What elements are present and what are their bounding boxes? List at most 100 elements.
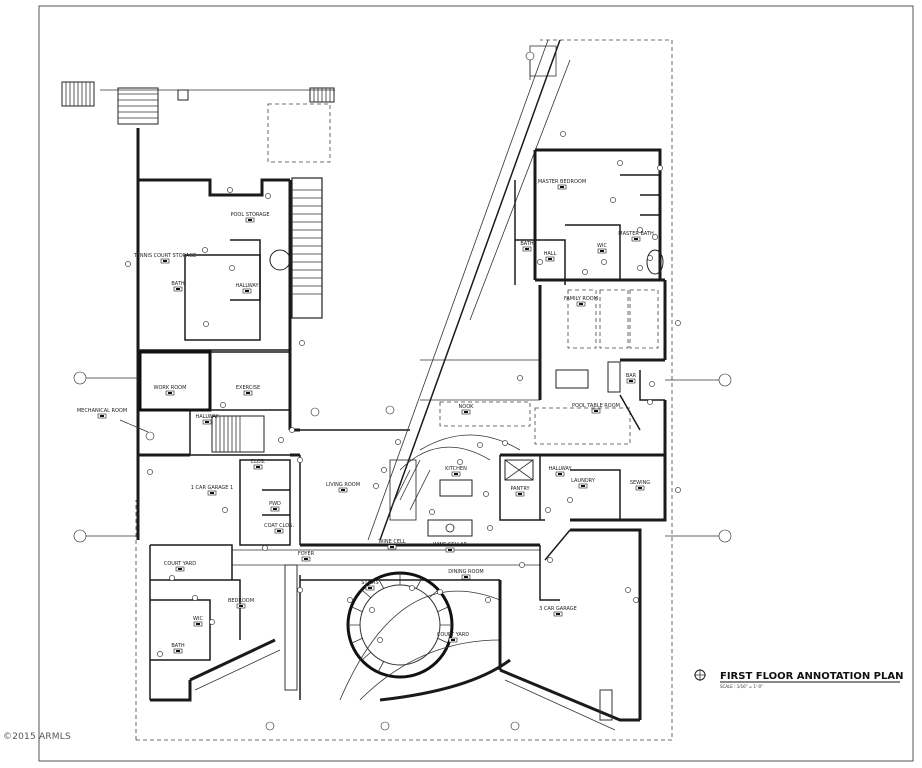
room-label: BATH [520, 241, 534, 247]
room-label: STAIRS [361, 580, 378, 586]
door-window-tags [125, 131, 681, 657]
annotation-tag [169, 575, 175, 581]
annotation-tag [560, 131, 566, 137]
annotation-tag [381, 467, 387, 473]
room-tag-fill [277, 530, 281, 532]
room-tag-fill [560, 186, 564, 188]
annotation-tag [262, 545, 268, 551]
annotation-tag [633, 597, 639, 603]
annotation-tag [369, 607, 375, 613]
room-label: BATH [171, 281, 185, 287]
room-label: POOL TABLE ROOM [572, 403, 620, 409]
room-label: HALLWAY [548, 466, 572, 472]
room-label: BAR [626, 373, 637, 379]
room-tag-fill [205, 421, 209, 423]
exterior-stairs-left [61, 81, 335, 125]
room-label: WINE CELL [378, 539, 405, 545]
annotation-tag [617, 160, 623, 166]
room-tag-fill [464, 411, 468, 413]
kitchen-block-walls [389, 434, 667, 537]
room-tag-fill [454, 473, 458, 475]
copyright-watermark: ©2015 ARMLS [3, 732, 71, 742]
annotation-tag [647, 399, 653, 405]
annotation-tag [297, 457, 303, 463]
room-label: TENNIS COURT STORAGE [133, 253, 197, 259]
annotation-tag [265, 193, 271, 199]
annotation-tag [220, 402, 226, 408]
room-label: MASTER BEDROOM [538, 179, 586, 185]
room-tag-fill [581, 485, 585, 487]
annotation-tag [517, 375, 523, 381]
room-label: MECHANICAL ROOM [77, 408, 127, 414]
annotation-tag [289, 427, 295, 433]
annotation-tag [203, 321, 209, 327]
annotation-tag [601, 259, 607, 265]
annotation-tag [373, 483, 379, 489]
room-tag-fill [248, 219, 252, 221]
annotation-tag [229, 265, 235, 271]
room-label: BEDROOM [228, 598, 254, 604]
room-tag-fill [239, 605, 243, 607]
room-tag-fill [558, 473, 562, 475]
annotation-tag [202, 247, 208, 253]
room-label: NOOK [459, 404, 475, 410]
room-tag-fill [556, 613, 560, 615]
annotation-tag [483, 491, 489, 497]
title-block: FIRST FLOOR ANNOTATION PLAN SCALE : 1/16… [694, 669, 903, 689]
annotation-tag [545, 507, 551, 513]
room-tag-fill [341, 489, 345, 491]
room-label: PANTRY [510, 486, 530, 492]
room-tag-fill [518, 493, 522, 495]
annotation-tag [192, 595, 198, 601]
annotation-tag [297, 587, 303, 593]
room-label: FOYER [298, 551, 315, 557]
room-tag-fill [178, 568, 182, 570]
section-markers [73, 51, 732, 731]
annotation-tag [278, 437, 284, 443]
annotation-tag [537, 259, 543, 265]
room-label: DINING ROOM [448, 569, 483, 575]
annotation-tag [625, 587, 631, 593]
annotation-tag [457, 459, 463, 465]
room-label: FAMILY ROOM [564, 296, 598, 302]
family-room-walls [420, 285, 667, 460]
room-tag-fill [163, 260, 167, 262]
room-label: LAUNDRY [571, 478, 596, 484]
room-tag-fill [176, 650, 180, 652]
left-wing-walls [136, 128, 323, 546]
annotation-tag [637, 265, 643, 271]
room-tag-fill [176, 288, 180, 290]
annotation-tag [125, 261, 131, 267]
pool-equipment-area [267, 103, 331, 163]
room-tag-fill [629, 380, 633, 382]
room-tag-fill [273, 508, 277, 510]
room-label: WINE CELLAR [433, 542, 468, 548]
room-label: HALLWAY [235, 283, 259, 289]
room-tag-fill [448, 549, 452, 551]
annotation-tag [299, 340, 305, 346]
room-tag-fill [600, 250, 604, 252]
room-label: WIC [597, 243, 607, 249]
annotation-tag [547, 557, 553, 563]
room-label: PWD [269, 501, 281, 507]
annotation-tag [409, 585, 415, 591]
annotation-tag [657, 165, 663, 171]
room-tag-fill [525, 248, 529, 250]
annotation-tag [487, 525, 493, 531]
annotation-tag [652, 234, 658, 240]
room-label: WIC [193, 616, 203, 622]
master-suite-walls [514, 148, 667, 360]
room-label: KITCHEN [445, 466, 467, 472]
spiral-staircase [339, 571, 511, 702]
annotation-tag [395, 439, 401, 445]
room-tag-fill [256, 466, 260, 468]
annotation-tag [675, 487, 681, 493]
sheet-border [38, 5, 914, 762]
room-tag-fill [168, 392, 172, 394]
site-boundary [136, 39, 673, 741]
room-label: COURT YARD [164, 561, 196, 567]
annotation-tag [675, 320, 681, 326]
room-label: CLOS. [251, 459, 266, 465]
